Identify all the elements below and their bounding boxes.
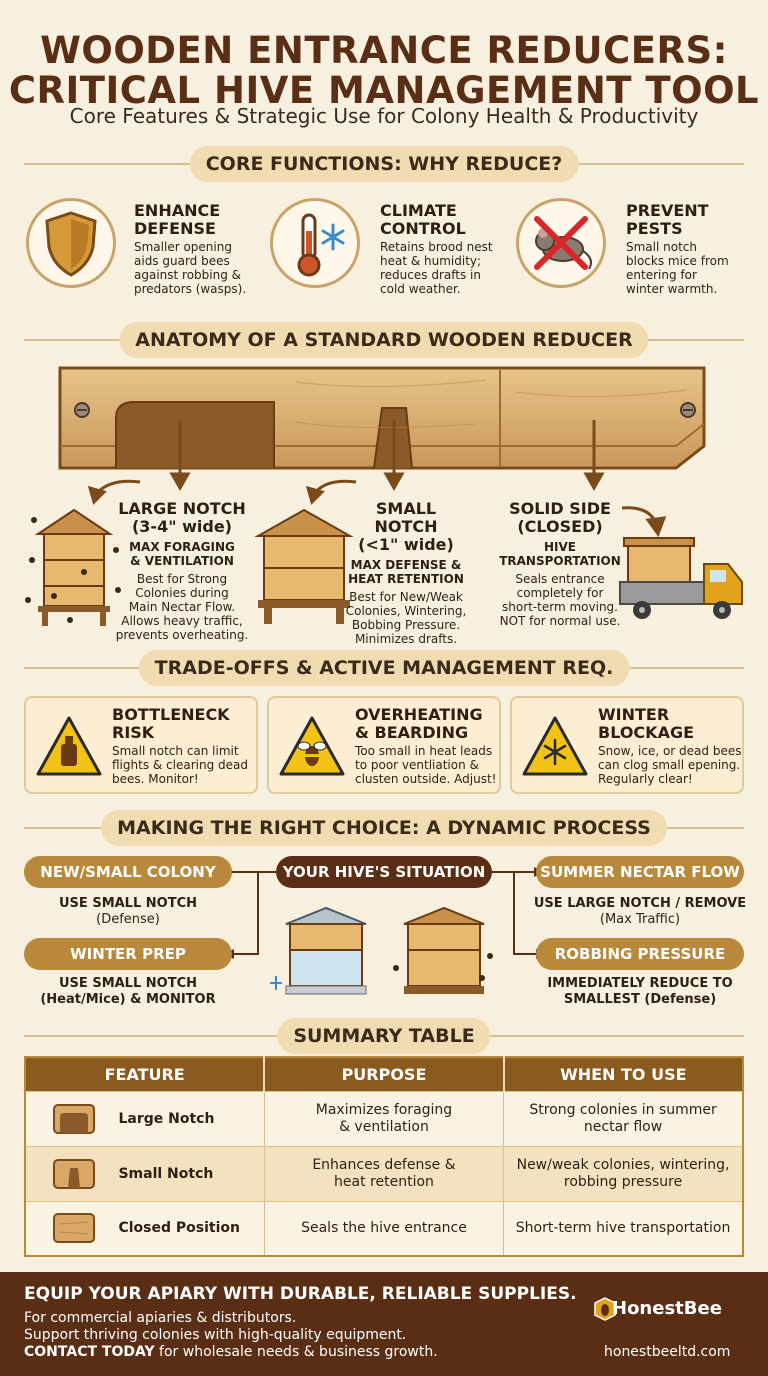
section-summary: SUMMARY TABLE [0, 1018, 768, 1054]
table-header: WHEN TO USE [503, 1057, 743, 1091]
purpose-cell: Maximizes foraging& ventilation [263, 1090, 505, 1147]
page-subtitle: Core Features & Strategic Use for Colony… [69, 104, 699, 128]
brand-url[interactable]: honestbeeltd.com [604, 1344, 731, 1360]
wooden-reducer-illustration [58, 366, 706, 470]
when-cell: New/weak colonies, wintering,robbing pre… [503, 1145, 744, 1202]
summary-table: FEATURE PURPOSE WHEN TO USE Large Notch … [24, 1056, 744, 1257]
notch-small-info: SMALL NOTCH (<1" wide) MAX DEFENSE & HEA… [345, 499, 467, 647]
notch-large-info: LARGE NOTCH (3-4" wide) MAX FORAGING & V… [115, 499, 249, 643]
beehive-icon [25, 508, 121, 626]
table-row: Closed Position Seals the hive entrance … [24, 1200, 744, 1257]
choice-label: NEW/SMALL COLONY [24, 856, 232, 888]
feature-name: Large Notch [118, 1110, 215, 1127]
choice-action: USE SMALL NOTCH(Heat/Mice) & MONITOR [40, 976, 216, 1007]
footer [0, 1272, 768, 1376]
when-cell: Short-term hive transportation [503, 1200, 744, 1257]
small-notch-icon [53, 1158, 95, 1189]
tradeoff-card: OVERHEATING& BEARDING Too small in heat … [267, 696, 501, 794]
section-choice: MAKING THE RIGHT CHOICE: A DYNAMIC PROCE… [0, 810, 768, 846]
table-header: FEATURE [25, 1057, 266, 1091]
bee-logo-icon [594, 1297, 616, 1321]
brand-name: HonestBee [612, 1298, 722, 1319]
beehive-icon [254, 508, 354, 624]
footer-line: For commercial apiaries & distributors. [24, 1310, 297, 1326]
purpose-cell: Enhances defense &heat retention [263, 1145, 505, 1202]
table-header-row: FEATURE PURPOSE WHEN TO USE [25, 1057, 743, 1091]
table-row: Small Notch Enhances defense &heat reten… [24, 1145, 744, 1202]
warning-bottle-icon [36, 716, 102, 776]
section-title: SUMMARY TABLE [277, 1018, 491, 1054]
warning-bee-icon [279, 716, 345, 776]
choice-label: SUMMER NECTAR FLOW [536, 856, 744, 888]
closed-position-icon [53, 1213, 95, 1244]
page-title-line1: WOODEN ENTRANCE REDUCERS: [40, 29, 728, 72]
purpose-cell: Seals the hive entrance [263, 1200, 505, 1257]
choice-action: USE SMALL NOTCH(Defense) [59, 896, 197, 927]
thermometer-snowflake-icon [270, 198, 360, 288]
section-core-functions: CORE FUNCTIONS: WHY REDUCE? [0, 146, 768, 182]
section-title: MAKING THE RIGHT CHOICE: A DYNAMIC PROCE… [101, 810, 667, 846]
feature-name: Closed Position [118, 1220, 240, 1237]
anatomy-arrows [87, 420, 667, 538]
page-title-line2: CRITICAL HIVE MANAGEMENT TOOL [8, 69, 760, 112]
footer-cta: CONTACT TODAY for wholesale needs & busi… [24, 1344, 438, 1360]
truck-icon [619, 537, 743, 619]
table-header: PURPOSE [264, 1057, 505, 1091]
warning-snow-icon [522, 716, 588, 776]
section-title: TRADE-OFFS & ACTIVE MANAGEMENT REQ. [138, 650, 630, 686]
mouse-crossed-icon [516, 198, 606, 288]
footer-headline: EQUIP YOUR APIARY WITH DURABLE, RELIABLE… [24, 1284, 577, 1304]
choice-center-label: YOUR HIVE'S SITUATION [276, 856, 492, 888]
section-title: ANATOMY OF A STANDARD WOODEN REDUCER [119, 322, 649, 358]
section-title: CORE FUNCTIONS: WHY REDUCE? [189, 146, 579, 182]
table-row: Large Notch Maximizes foraging& ventilat… [24, 1090, 744, 1147]
choice-action: USE LARGE NOTCH / REMOVE(Max Traffic) [533, 896, 747, 927]
choice-label: WINTER PREP [24, 938, 232, 970]
winter-summer-hives-icon [270, 906, 493, 995]
choice-label: ROBBING PRESSURE [536, 938, 744, 970]
section-tradeoffs: TRADE-OFFS & ACTIVE MANAGEMENT REQ. [0, 650, 768, 686]
feature-name: Small Notch [118, 1165, 214, 1182]
large-notch-icon [53, 1103, 95, 1134]
shield-icon [26, 198, 116, 288]
section-anatomy: ANATOMY OF A STANDARD WOODEN REDUCER [0, 322, 768, 358]
footer-line: Support thriving colonies with high-qual… [24, 1327, 407, 1343]
notch-solid-info: SOLID SIDE (CLOSED) HIVE TRANSPORTATION … [499, 499, 621, 629]
